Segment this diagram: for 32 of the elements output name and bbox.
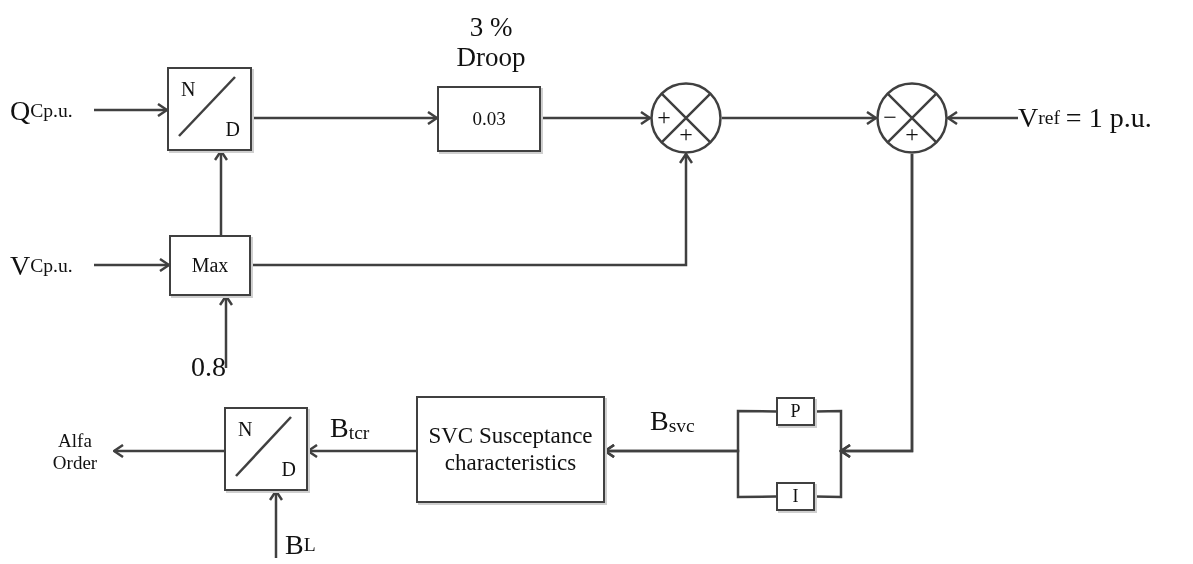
sign-label: + xyxy=(656,105,672,129)
signal-arrow xyxy=(252,110,439,126)
signal-arrow xyxy=(112,443,224,459)
block-text: SVC Susceptance characteristics xyxy=(427,423,594,476)
numerator-label: N xyxy=(238,419,253,439)
divider-block xyxy=(224,407,308,491)
block-text: P xyxy=(790,401,801,422)
summing-junction xyxy=(650,82,722,154)
sign-label: + xyxy=(678,122,694,146)
block-text: I xyxy=(792,486,799,507)
sign-label: + xyxy=(904,122,920,146)
divider-block xyxy=(167,67,252,151)
block-box xyxy=(169,235,251,296)
signal-arrow xyxy=(541,110,652,126)
block-text: 0.03 xyxy=(472,108,506,130)
block-box xyxy=(776,482,815,511)
signal-arrow xyxy=(946,110,1018,126)
signal-arrow xyxy=(722,110,878,126)
signal-arrow xyxy=(94,102,169,118)
sign-label: − xyxy=(882,105,898,129)
numerator-label: N xyxy=(181,79,196,99)
signal-arrow xyxy=(94,257,171,273)
block-box xyxy=(776,397,815,426)
signal-label: Alfa Order xyxy=(36,428,114,476)
signal-arrow xyxy=(251,152,694,267)
summing-junction xyxy=(876,82,948,154)
denominator-label: D xyxy=(281,459,296,479)
block-box xyxy=(416,396,605,503)
signal-label: 0.8 xyxy=(176,350,226,384)
denominator-label: D xyxy=(225,119,240,139)
block-caption: 3 % Droop xyxy=(455,12,527,72)
block-text: Max xyxy=(191,254,229,277)
